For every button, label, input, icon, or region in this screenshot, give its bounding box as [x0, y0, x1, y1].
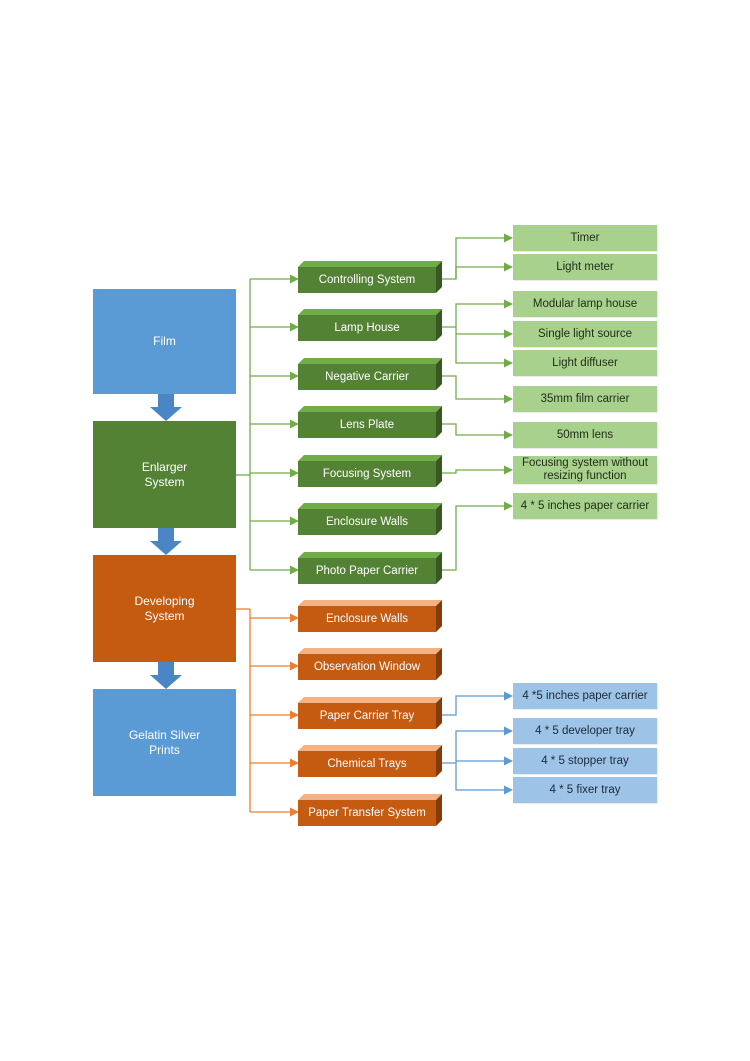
detail-label: 4 * 5 inches paper carrier: [520, 499, 650, 512]
detail-label: Light diffuser: [552, 356, 618, 369]
flow-arrow-developing-prints: [150, 662, 182, 689]
developing-component-0: Enclosure Walls: [298, 600, 444, 632]
detail-label: Single light source: [538, 327, 632, 340]
detail-focusing-system-without-resizing: Focusing system without resizing functio…: [513, 456, 657, 484]
enlarger-component-3: Lens Plate: [298, 406, 444, 438]
detail-stopper-tray: 4 * 5 stopper tray: [513, 748, 657, 774]
detail-fixer-tray: 4 * 5 fixer tray: [513, 777, 657, 803]
detail-label: Timer: [570, 231, 600, 244]
detail-50mm-lens: 50mm lens: [513, 422, 657, 448]
enlarger-component-6: Photo Paper Carrier: [298, 552, 444, 584]
developing-component-3: Chemical Trays: [298, 745, 444, 777]
component-label: Photo Paper Carrier: [315, 565, 419, 577]
component-label: Observation Window: [313, 661, 421, 673]
detail-35mm-film-carrier: 35mm film carrier: [513, 386, 657, 412]
stage-enlarger-system: Enlarger System: [93, 421, 236, 528]
enlarger-component-2: Negative Carrier: [298, 358, 444, 390]
component-label: Negative Carrier: [325, 371, 409, 383]
stage-prints-label-line2: Prints: [149, 742, 180, 757]
stage-developing-label-line1: Developing: [134, 593, 195, 608]
detail-light-meter: Light meter: [513, 254, 657, 280]
detail-modular-lamp-house: Modular lamp house: [513, 291, 657, 317]
component-label: Enclosure Walls: [325, 613, 409, 625]
developing-component-2: Paper Carrier Tray: [298, 697, 444, 729]
developing-detail-lines: [442, 691, 513, 795]
component-label: Focusing System: [322, 468, 412, 480]
detail-single-light-source: Single light source: [513, 321, 657, 347]
stage-developing-system: Developing System: [93, 555, 236, 662]
developing-component-4: Paper Transfer System: [298, 794, 444, 826]
detail-label: 4 *5 inches paper carrier: [522, 689, 648, 702]
detail-timer: Timer: [513, 225, 657, 251]
detail-label: Modular lamp house: [532, 297, 638, 310]
enlarger-bus: [236, 274, 299, 575]
stage-gelatin-silver-prints: Gelatin Silver Prints: [93, 689, 236, 796]
flow-arrow-film-enlarger: [150, 394, 182, 421]
component-label: Enclosure Walls: [325, 516, 409, 528]
detail-4x5-paper-carrier-dev: 4 *5 inches paper carrier: [513, 683, 657, 709]
enlarger-component-4: Focusing System: [298, 455, 444, 487]
enlarger-detail-lines: [442, 233, 513, 571]
detail-developer-tray: 4 * 5 developer tray: [513, 718, 657, 744]
developing-bus: [236, 608, 299, 817]
stage-enlarger-label-line2: System: [144, 474, 185, 489]
stage-prints-label-line1: Gelatin Silver: [128, 727, 201, 742]
flow-arrow-enlarger-developing: [150, 528, 182, 555]
enlarger-component-5: Enclosure Walls: [298, 503, 444, 535]
component-label: Chemical Trays: [327, 758, 407, 770]
detail-label: 4 * 5 developer tray: [535, 724, 635, 737]
enlarger-component-0: Controlling System: [298, 261, 444, 293]
detail-label: 35mm film carrier: [540, 392, 630, 405]
detail-label-line2: resizing function: [543, 470, 627, 482]
detail-label: 50mm lens: [556, 428, 614, 441]
component-label: Paper Carrier Tray: [319, 710, 415, 722]
detail-label-line1: Focusing system without: [522, 457, 648, 469]
stage-film-label: Film: [153, 334, 176, 348]
component-label: Controlling System: [318, 274, 416, 286]
detail-4x5-paper-carrier: 4 * 5 inches paper carrier: [513, 493, 657, 519]
detail-label: Light meter: [556, 260, 614, 273]
stage-flow-arrows: [150, 394, 182, 689]
detail-label: 4 * 5 fixer tray: [549, 783, 621, 796]
enlarger-component-1: Lamp House: [298, 309, 444, 341]
component-label: Lens Plate: [339, 419, 395, 431]
stage-developing-label-line2: System: [144, 608, 185, 623]
component-label: Paper Transfer System: [308, 807, 426, 819]
stage-enlarger-label-line1: Enlarger: [141, 459, 188, 474]
stage-film: Film: [93, 289, 236, 394]
detail-light-diffuser: Light diffuser: [513, 350, 657, 376]
detail-label: 4 * 5 stopper tray: [541, 754, 629, 767]
component-label: Lamp House: [334, 322, 400, 334]
developing-component-1: Observation Window: [298, 648, 444, 680]
